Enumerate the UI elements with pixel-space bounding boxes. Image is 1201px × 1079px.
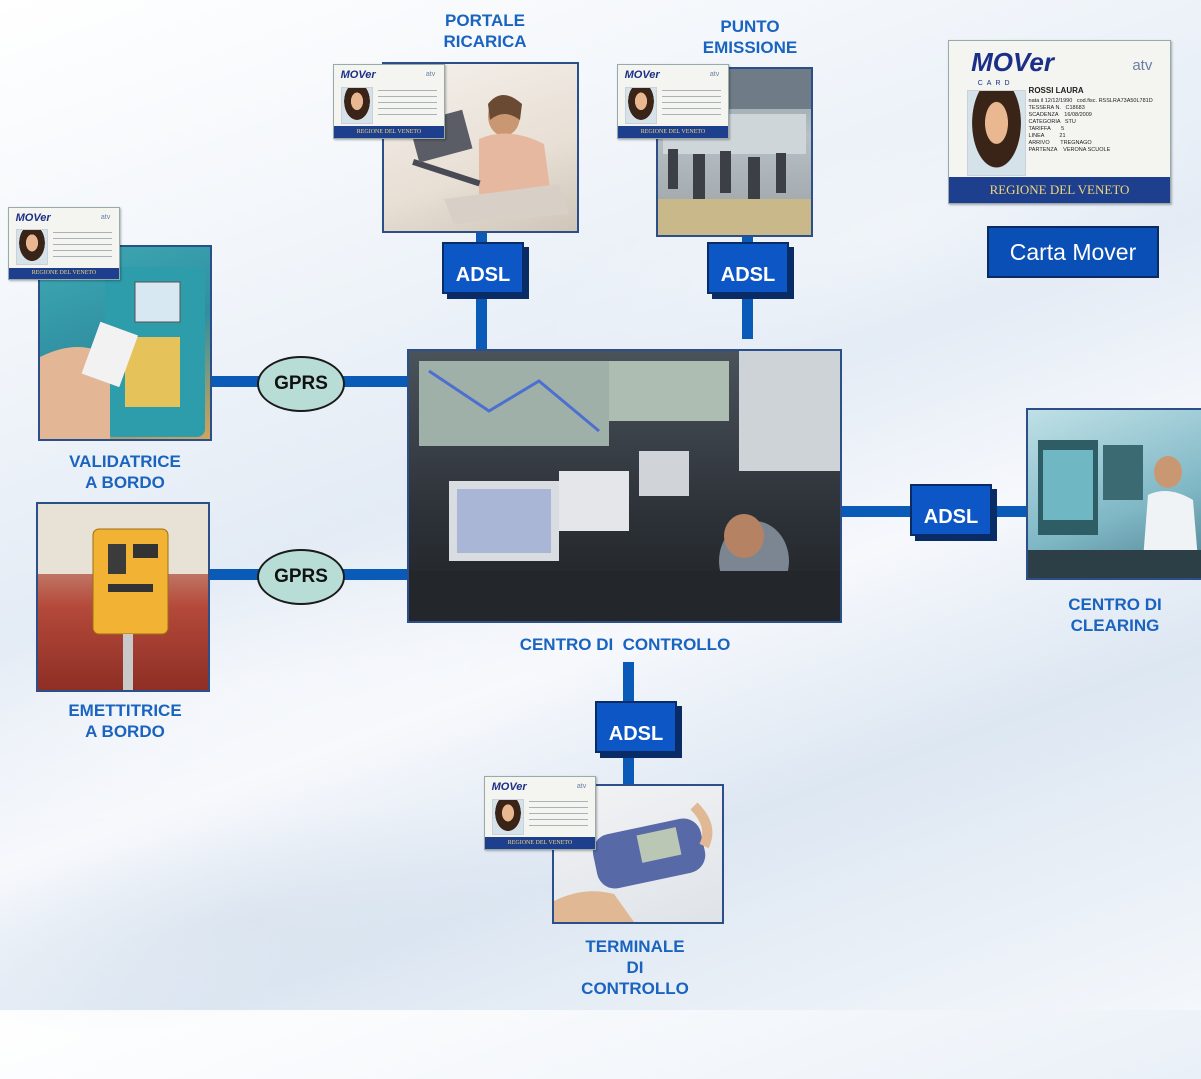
card-text-lines (53, 232, 113, 261)
mover-card-thumbnail: MOVer atv REGIONE DEL VENETO (617, 64, 729, 139)
mover-card-thumbnail: MOVer atv REGIONE DEL VENETO (333, 64, 445, 139)
cardholder-photo (624, 86, 658, 124)
adsl-box-terminale: ADSL (595, 701, 677, 753)
cardholder-photo (491, 798, 525, 836)
control-room-illustration (409, 351, 840, 621)
gprs-oval-emettitrice: GPRS (257, 549, 345, 605)
card-text-lines (378, 89, 438, 119)
card-region-band: REGIONE DEL VENETO (618, 126, 728, 138)
card-region-band: REGIONE DEL VENETO (485, 837, 595, 849)
mover-logo: MOVer (624, 69, 660, 82)
card-region-band: REGIONE DEL VENETO (9, 267, 119, 279)
terminale-label: TERMINALE DI CONTROLLO (581, 937, 689, 998)
centro-controllo-photo (407, 349, 842, 623)
mover-logo: MOVer (15, 212, 51, 225)
gprs-oval-validatrice: GPRS (257, 356, 345, 412)
mover-card-thumbnail: MOVer atv REGIONE DEL VENETO (8, 207, 120, 280)
card-text-lines (662, 89, 722, 119)
clearing-operator-illustration (1028, 440, 1201, 578)
adsl-box-punto: ADSL (707, 242, 789, 294)
centro-clearing-photo (1026, 408, 1201, 580)
validatrice-label: VALIDATRICE A BORDO (69, 452, 181, 492)
mover-logo: MOVer (971, 47, 1054, 78)
card-region-band: REGIONE DEL VENETO (334, 126, 444, 138)
emettitrice-photo (36, 502, 210, 692)
carta-mover-button[interactable]: Carta Mover (987, 226, 1159, 278)
handheld-terminal-illustration (554, 802, 713, 922)
validator-machine-illustration (40, 267, 205, 439)
atv-logo: atv (1132, 57, 1153, 75)
mover-logo: MOVer (340, 69, 376, 82)
terminale-photo (552, 784, 724, 924)
emettitrice-label: EMETTITRICE A BORDO (68, 701, 182, 741)
mover-card-large: MOVer CARD atv ROSSI LAURA nata il 12/12… (948, 40, 1171, 204)
centro-clearing-label: CENTRO DI CLEARING (1068, 595, 1162, 635)
adsl-box-clearing: ADSL (910, 484, 992, 536)
card-holder-details: nata il 12/12/1990 cod.fisc. RSSLRA73A50… (1028, 97, 1153, 153)
atv-logo: atv (709, 70, 720, 78)
atv-logo: atv (425, 70, 436, 78)
cardholder-photo (15, 229, 49, 266)
cardholder-photo (966, 89, 1027, 176)
portale-ricarica-label: PORTALE RICARICA (443, 11, 527, 51)
ticket-machine-illustration (38, 504, 208, 690)
card-sublogo: CARD (977, 79, 1014, 87)
card-region-band: REGIONE DEL VENETO (949, 177, 1170, 203)
adsl-box-portale: ADSL (442, 242, 524, 294)
cardholder-photo (340, 86, 374, 124)
centro-controllo-label: CENTRO DI CONTROLLO (519, 635, 731, 654)
punto-emissione-label: PUNTO EMISSIONE (702, 17, 798, 57)
card-holder-name: ROSSI LAURA (1028, 86, 1084, 96)
mover-logo: MOVer (491, 781, 527, 794)
mover-card-thumbnail: MOVer atv REGIONE DEL VENETO (484, 776, 596, 850)
atv-logo: atv (100, 213, 111, 221)
card-text-lines (529, 801, 589, 831)
atv-logo: atv (576, 782, 587, 790)
